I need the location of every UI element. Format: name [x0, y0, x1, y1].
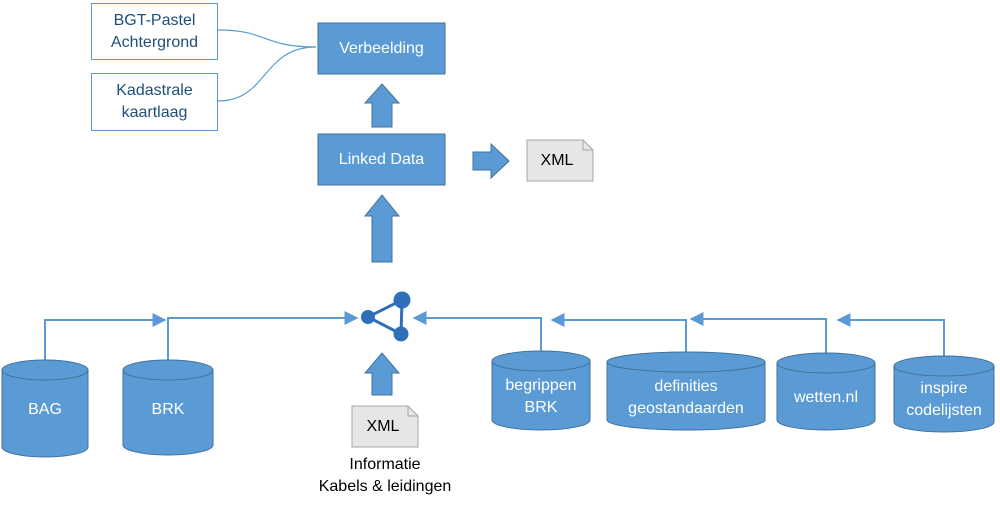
begrippen-label: begrippen BRK [492, 373, 590, 421]
input-xml-document-fold [407, 406, 418, 417]
input-caption-line-2: Kabels & leidingen [318, 478, 452, 495]
input-xml-document-icon [351, 405, 419, 448]
arrow-up-to-hub [363, 352, 401, 396]
definities-connector [550, 313, 687, 355]
linked-data-box [317, 133, 446, 186]
wetten-cylinder [776, 352, 876, 431]
wetten-label: wetten.nl [793, 389, 859, 406]
inspire-line-1: inspire [920, 380, 968, 397]
begrippen-brk-cylinder [491, 350, 591, 431]
bgt-line-2: Achtergrond [110, 33, 199, 51]
kadastrale-box: Kadastrale kaartlaag [91, 73, 218, 131]
input-caption-line-1: Informatie [349, 456, 421, 473]
begrippen-line-2: BRK [524, 399, 558, 416]
input-xml-label: XML [366, 417, 400, 435]
begrippen-line-1: begrippen [505, 377, 577, 394]
arrow-right-to-xml [472, 142, 510, 180]
inspire-label: inspire codelijsten [894, 376, 994, 424]
arrow-up-to-linked-data [363, 194, 401, 263]
linked-data-network-icon [361, 291, 411, 342]
inspire-cylinder [893, 355, 995, 433]
brk-connector [167, 311, 359, 363]
definities-line-2: geostandaarden [628, 400, 744, 417]
begrippen-connector [412, 311, 542, 355]
kadastrale-line-2: kaartlaag [121, 104, 188, 121]
definities-label: definities geostandaarden [607, 374, 765, 422]
brk-label: BRK [151, 401, 185, 418]
output-xml-label: XML [540, 151, 574, 169]
bag-cylinder [1, 359, 89, 458]
arrow-up-to-verbeelding [363, 83, 401, 128]
bgt-pastel-box: BGT-Pastel Achtergrond [91, 3, 218, 60]
bag-label: BAG [28, 401, 62, 418]
inspire-line-2: codelijsten [906, 402, 982, 419]
brk-cylinder [122, 359, 214, 456]
wetten-connector [689, 312, 827, 357]
kadastrale-line-1: Kadastrale [116, 82, 193, 99]
bag-connector [44, 313, 167, 363]
output-xml-document-fold [582, 140, 593, 151]
definities-geostandaarden-cylinder [606, 351, 766, 431]
bgt-line-1: BGT-Pastel [113, 11, 196, 29]
inspire-connector [836, 313, 945, 360]
output-xml-document-icon [526, 139, 594, 182]
input-caption: Informatie Kabels & leidingen [300, 453, 470, 499]
verbeelding-box [317, 22, 446, 75]
definities-line-1: definities [654, 378, 718, 395]
verbeelding-label: Verbeelding [339, 39, 424, 57]
kadastrale-to-verbeelding-connector [217, 46, 317, 102]
bgt-to-verbeelding-connector [217, 29, 317, 48]
linked-data-label: Linked Data [338, 150, 425, 168]
